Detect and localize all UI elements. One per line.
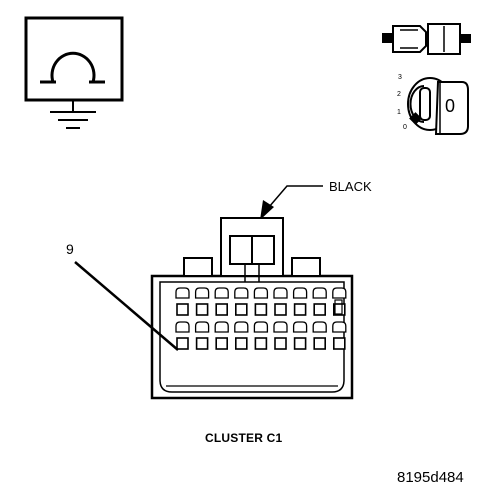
connector-color-label: BLACK <box>329 179 372 194</box>
connector-cavity <box>332 337 346 350</box>
connector-cavity <box>332 303 346 316</box>
cavity-latch <box>253 287 269 299</box>
connector-cavity <box>313 337 327 350</box>
connector-plug-icon <box>382 23 471 55</box>
connector-name: CLUSTER C1 <box>205 431 283 445</box>
connector-cavity <box>215 303 228 316</box>
connector-cavity <box>215 337 228 350</box>
connector-keying-rib <box>334 299 343 315</box>
cavity-latch <box>214 321 229 333</box>
pin-callout-leader <box>74 261 179 351</box>
connector-ear-right <box>291 257 321 277</box>
pin-number-label: 9 <box>66 241 74 257</box>
connector-ear-left <box>183 257 213 277</box>
ignition-key-label: 0 <box>445 96 456 116</box>
connector-cavity <box>254 337 268 350</box>
connector-cavity <box>176 337 189 350</box>
connector-cavity <box>313 303 327 316</box>
cavity-latch <box>175 287 190 299</box>
connector-cavity <box>293 337 307 350</box>
connector-cavity <box>235 337 248 350</box>
ignition-switch-key-icon <box>407 77 469 135</box>
cavity-latch <box>234 287 249 299</box>
connector-cavity <box>274 337 287 350</box>
connector-cavity <box>274 303 287 316</box>
cavity-latch <box>312 321 327 333</box>
ignition-position-2: 2 <box>397 91 401 98</box>
cavity-latch <box>332 287 347 299</box>
connector-color-leader <box>268 185 323 208</box>
connector-housing <box>150 274 354 400</box>
connector-inner-frame <box>159 281 345 393</box>
cavity-latch <box>332 321 347 333</box>
cavity-latch <box>234 321 249 333</box>
cavity-latch <box>292 321 308 333</box>
connector-body <box>150 217 354 400</box>
ignition-position-3: 3 <box>398 74 402 81</box>
cavity-latch <box>292 287 308 299</box>
cavity-latch <box>312 287 327 299</box>
connector-color-arrowhead <box>260 200 274 220</box>
connector-cavity <box>176 303 189 316</box>
connector-cavity <box>195 337 209 350</box>
cavity-latch <box>175 321 190 333</box>
cavity-latch <box>253 321 269 333</box>
cavity-latch <box>214 287 229 299</box>
ohmmeter-ground-icon <box>24 16 124 129</box>
connector-cavity <box>293 303 307 316</box>
ignition-position-0: 0 <box>403 124 407 131</box>
figure-id: 8195d484 <box>397 469 464 486</box>
connector-cavity <box>195 303 209 316</box>
cavity-latch <box>194 287 210 299</box>
ignition-position-1: 1 <box>397 109 401 116</box>
connector-cavity <box>254 303 268 316</box>
cavity-latch <box>273 321 288 333</box>
connector-cavity <box>235 303 248 316</box>
cavity-latch <box>273 287 288 299</box>
cavity-latch <box>194 321 210 333</box>
